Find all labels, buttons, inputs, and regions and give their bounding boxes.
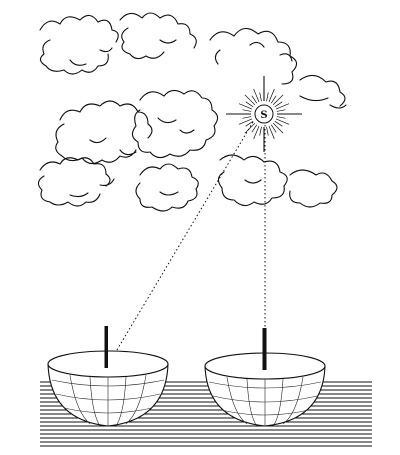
bowl-left-grid [51, 374, 165, 427]
sun-ray [259, 126, 262, 136]
sun-ray [275, 118, 290, 125]
sun-ray [244, 94, 256, 106]
light-rays [104, 121, 266, 371]
sun: S [226, 76, 302, 152]
sun-ray [238, 103, 253, 110]
cloud-middle-left [55, 100, 153, 165]
bowl-right-grid [208, 376, 322, 427]
sun-ray [242, 109, 252, 112]
sun-disc [254, 104, 274, 124]
clouds [37, 12, 347, 212]
cloud-lower-right [217, 154, 338, 208]
bowl-right [204, 328, 326, 427]
sun-ray [238, 118, 253, 125]
sun-ray [272, 122, 284, 134]
cloud-top-center [119, 12, 197, 60]
sun-ray [268, 125, 275, 140]
sun-ray [270, 124, 277, 133]
sun-ray [268, 88, 275, 103]
sun-ray [276, 116, 286, 119]
sun-ray [251, 95, 258, 104]
sun-ray [274, 120, 283, 127]
sun-ray [253, 125, 260, 140]
sun-ray [242, 116, 252, 119]
sun-ray [245, 120, 254, 127]
sun-ray [266, 92, 269, 102]
bowl-left [47, 326, 169, 427]
sun-ray [245, 101, 254, 108]
gnomon-left [104, 326, 108, 368]
cloud-right-band [299, 74, 347, 109]
sun-ray [276, 109, 286, 112]
sun-ray [244, 122, 256, 134]
sun-ray [259, 92, 262, 102]
cloud-top-right [209, 27, 298, 85]
sun-label: S [260, 110, 267, 121]
sun-ray [274, 101, 283, 108]
sun-ray [266, 126, 269, 136]
sun-ray [275, 103, 290, 110]
oblique-sun-ray [104, 121, 254, 371]
sun-ray [272, 94, 284, 106]
sun-ray [253, 88, 260, 103]
sun-ray [251, 124, 258, 133]
sun-rays [226, 76, 302, 152]
cloud-middle-center [131, 89, 219, 159]
gnomon-right [262, 328, 267, 370]
cloud-lower-center [135, 163, 199, 212]
cloud-lower-left [37, 157, 115, 207]
sun-ray [270, 95, 277, 104]
cloud-top-left [39, 14, 119, 75]
